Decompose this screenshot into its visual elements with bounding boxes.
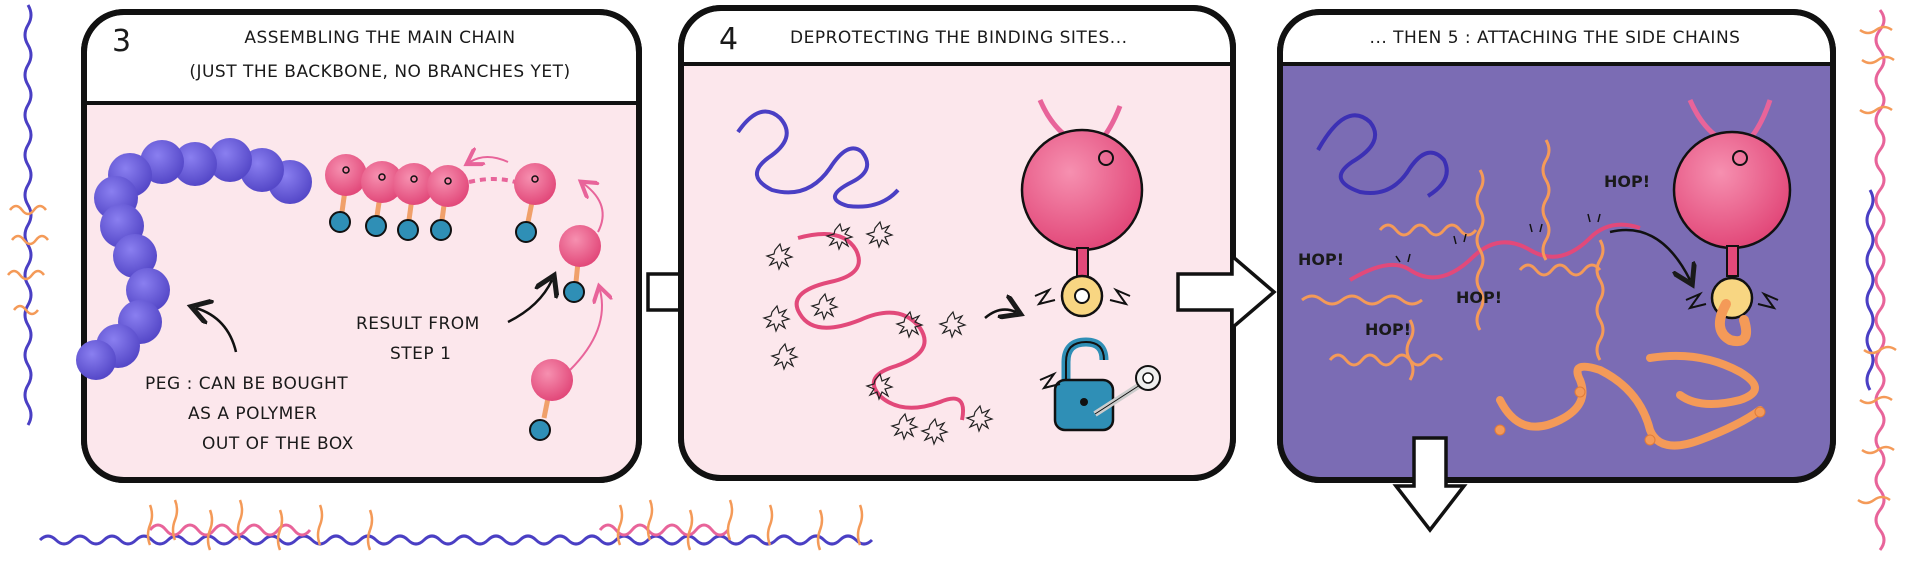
zoom-arrow bbox=[984, 310, 1016, 318]
side-chain-strand bbox=[1496, 362, 1764, 450]
incoming-monomers bbox=[470, 157, 603, 441]
panel-5-title: ... THEN 5 : ATTACHING THE SIDE CHAINS bbox=[1369, 28, 1741, 48]
step-arrow-down bbox=[1392, 436, 1468, 533]
peg-pointer-arrow bbox=[196, 308, 238, 353]
result-label-line1: RESULT FROM bbox=[356, 314, 480, 334]
panel-5 bbox=[1277, 9, 1836, 483]
peg-label-line2: AS A POLYMER bbox=[188, 404, 318, 424]
main-chain-squiggle bbox=[794, 232, 965, 421]
peg-bead bbox=[208, 138, 252, 182]
main-chain-squiggle bbox=[1348, 222, 1641, 282]
peg-bead bbox=[173, 142, 217, 186]
attached-monomers bbox=[325, 154, 516, 241]
hop-label: HOP! bbox=[1298, 250, 1345, 269]
hop-label: HOP! bbox=[1456, 288, 1503, 307]
panel-3-title-line2: (JUST THE BACKBONE, NO BRANCHES YET) bbox=[189, 62, 571, 82]
panel-3-number: 3 bbox=[112, 24, 132, 59]
panel-3 bbox=[76, 9, 642, 483]
deprotection-sparkles bbox=[762, 220, 994, 446]
panel-4-number: 4 bbox=[719, 22, 739, 57]
hop-ticks bbox=[1395, 213, 1601, 263]
peg-bead bbox=[113, 234, 157, 278]
attach-arrow bbox=[1609, 228, 1690, 280]
result-label-line2: STEP 1 bbox=[390, 344, 452, 364]
peg-label-line3: OUT OF THE BOX bbox=[202, 434, 354, 454]
peg-squiggle bbox=[1316, 113, 1449, 198]
result-pointer-arrow bbox=[507, 280, 552, 324]
peg-bead bbox=[76, 340, 116, 380]
step-arrow-4-to-5 bbox=[1176, 252, 1277, 332]
hop-label: HOP! bbox=[1604, 172, 1651, 191]
panel-4 bbox=[678, 5, 1236, 481]
open-padlock-icon bbox=[1053, 337, 1115, 432]
monomer-closeup bbox=[1020, 99, 1144, 318]
monomer-with-side-chain bbox=[1672, 99, 1792, 346]
peg-squiggle bbox=[736, 109, 900, 209]
peg-backbone bbox=[76, 138, 312, 380]
decorative-border-squiggles bbox=[7, 4, 1897, 551]
panel-3-title-line1: ASSEMBLING THE MAIN CHAIN bbox=[244, 28, 516, 48]
side-chains bbox=[1301, 139, 1605, 381]
key-icon bbox=[1093, 365, 1161, 417]
panel-4-title: DEPROTECTING THE BINDING SITES... bbox=[790, 28, 1128, 48]
peg-label-line1: PEG : CAN BE BOUGHT bbox=[145, 374, 349, 394]
hop-label: HOP! bbox=[1365, 320, 1412, 339]
